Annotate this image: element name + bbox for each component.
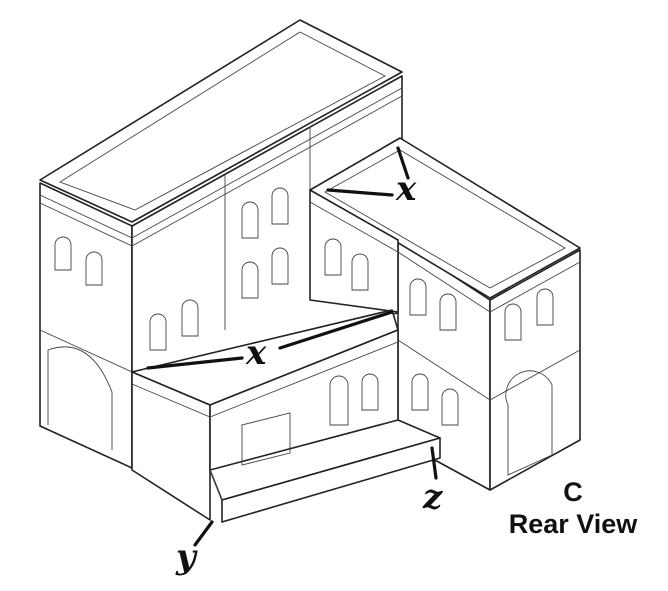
windows <box>54 187 554 476</box>
view-caption: C Rear View <box>478 476 668 541</box>
right-block-inner-wall <box>309 189 399 313</box>
right-block-front-face <box>489 249 581 491</box>
view-letter: C <box>563 477 583 507</box>
leader-z <box>430 446 438 480</box>
lower-cornice <box>131 341 399 418</box>
arch-opening <box>47 346 113 450</box>
leader-x-upper <box>326 188 394 197</box>
label-x-upper: x <box>396 169 417 209</box>
tall-block-roof-inner <box>58 31 386 211</box>
tall-floor-band <box>39 329 133 373</box>
right-floor-band <box>397 339 581 401</box>
leader-x-lower-right <box>278 310 394 350</box>
tall-block-left-face <box>39 182 133 469</box>
platform-front <box>221 437 441 523</box>
leader-x-lower-left <box>146 356 244 370</box>
leader-x-upper-2 <box>396 146 410 180</box>
label-z: z <box>423 477 443 517</box>
right-block-roof-inner <box>324 149 566 289</box>
leader-y <box>193 520 214 547</box>
tall-cornice-2 <box>39 95 403 247</box>
tall-cornice <box>39 87 403 239</box>
right-block-roof <box>309 137 581 299</box>
label-y: y <box>176 537 196 577</box>
platform-side <box>209 469 223 501</box>
right-cornice <box>309 201 581 313</box>
tall-block-roof <box>39 19 403 223</box>
view-title: Rear View <box>508 509 638 540</box>
label-x-lower: x <box>246 333 267 373</box>
